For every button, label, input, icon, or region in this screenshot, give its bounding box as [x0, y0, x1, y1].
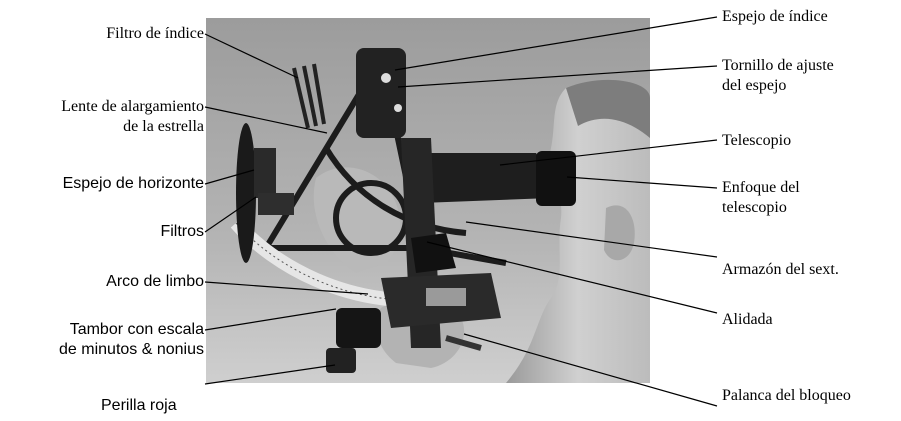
label-arco-limbo: Arco de limbo [60, 272, 204, 292]
label-lente-alargamiento: Lente de alargamiento de la estrella [10, 97, 204, 137]
label-espejo-horizonte: Espejo de horizonte [6, 174, 204, 194]
label-lente-line1: Lente de alargamiento [10, 97, 204, 117]
label-enfoque-line2: telescopio [722, 198, 897, 218]
label-palanca: Palanca del bloqueo [722, 386, 897, 406]
label-filtros: Filtros [110, 222, 204, 242]
red-knob-shape [326, 348, 356, 373]
label-lente-line2: de la estrella [10, 117, 204, 137]
telescope-shape [421, 153, 551, 203]
filters-block [258, 193, 294, 215]
label-tornillo-ajuste: Tornillo de ajuste del espejo [722, 56, 897, 96]
label-filtro-indice: Filtro de índice [70, 24, 204, 44]
label-enfoque-line1: Enfoque del [722, 178, 897, 198]
sextant-illustration [206, 18, 650, 383]
sextant-photo [206, 18, 650, 383]
horizon-mirror [236, 123, 256, 263]
label-tambor-line2: de minutos & nonius [10, 340, 204, 360]
label-tornillo-line1: Tornillo de ajuste [722, 56, 897, 76]
index-mirror [356, 48, 406, 138]
label-armazon: Armazón del sext. [722, 260, 897, 280]
label-perilla-roja: Perilla roja [101, 396, 211, 416]
label-enfoque: Enfoque del telescopio [722, 178, 897, 218]
micrometer-drum-shape [336, 308, 381, 348]
label-alidada: Alidada [722, 310, 897, 330]
label-tambor: Tambor con escala de minutos & nonius [10, 320, 204, 360]
label-telescopio: Telescopio [722, 131, 897, 151]
label-tambor-line1: Tambor con escala [10, 320, 204, 340]
eyepiece-shape [536, 151, 576, 206]
label-espejo-indice: Espejo de índice [722, 7, 897, 27]
label-tornillo-line2: del espejo [722, 76, 897, 96]
